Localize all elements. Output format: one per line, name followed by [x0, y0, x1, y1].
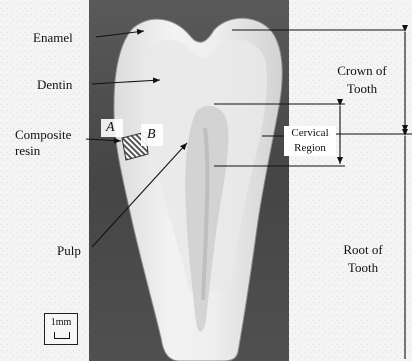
- pulp-label: Pulp: [57, 243, 81, 258]
- marker-b-label: B: [147, 127, 156, 142]
- dentin-label: Dentin: [37, 77, 72, 92]
- enamel-label: Enamel: [33, 30, 73, 45]
- scale-bar-label: 1mm: [45, 317, 77, 328]
- marker-a-label: A: [106, 120, 115, 135]
- scale-bar: 1mm: [44, 313, 78, 345]
- scale-bar-marker: [54, 332, 70, 339]
- cervical-region-label: Cervical Region: [284, 126, 336, 156]
- root-of-tooth-label: Root of Tooth: [332, 241, 394, 277]
- crown-of-tooth-label: Crown of Tooth: [326, 62, 398, 98]
- composite-resin-label: Composite resin: [15, 127, 83, 159]
